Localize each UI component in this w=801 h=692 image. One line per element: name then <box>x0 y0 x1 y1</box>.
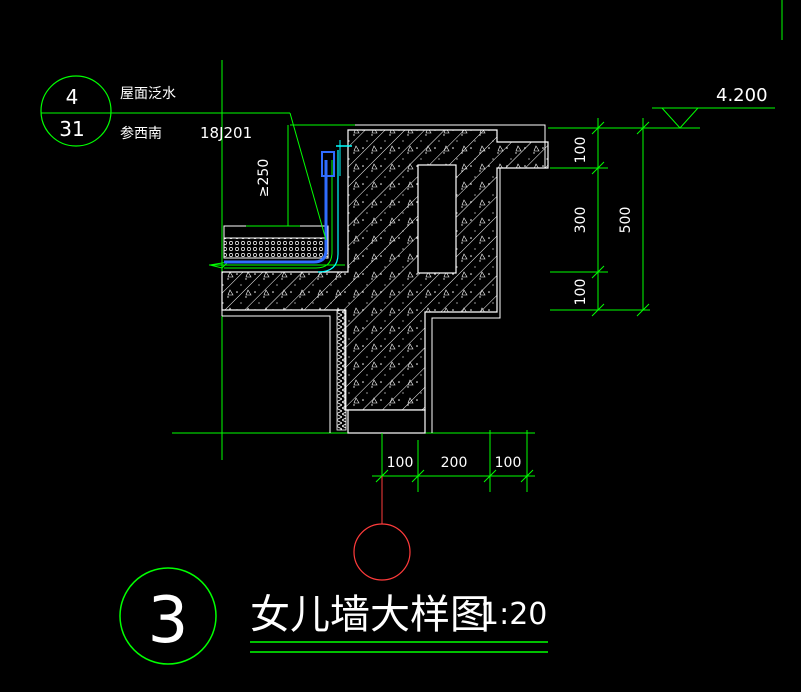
axis-marker <box>353 476 411 581</box>
min-height-label: ≥250 <box>256 159 272 197</box>
callout-text-line2: 参西南 <box>120 125 162 142</box>
detail-callout: 4 31 屋面泛水 参西南 18J201 <box>40 75 327 241</box>
elevation-triangle <box>660 107 700 129</box>
axis-circle <box>353 523 411 581</box>
roof-waterproofing <box>209 140 352 273</box>
dim-right-total: 500 <box>618 207 634 234</box>
wall-void <box>347 409 426 434</box>
wall-insulation <box>336 309 347 431</box>
parapet-section <box>221 124 549 434</box>
elevation-value: 4.200 <box>716 85 768 106</box>
callout-sheet-number: 31 <box>59 117 84 141</box>
callout-text-line1: 屋面泛水 <box>120 86 176 102</box>
title-circle <box>119 567 217 665</box>
parapet-void <box>417 164 457 274</box>
right-dimensions <box>550 118 650 317</box>
title-number: 3 <box>148 584 189 658</box>
callout-reference: 18J201 <box>200 124 252 142</box>
dim-bottom-right: 100 <box>495 455 522 471</box>
callout-detail-number: 4 <box>66 85 79 109</box>
dim-bottom-left: 100 <box>387 455 414 471</box>
flashing-membrane <box>224 160 328 264</box>
min-height-dimension: ≥250 <box>246 124 355 227</box>
dim-bottom-mid: 200 <box>441 455 468 471</box>
elevation-marker: 4.200 <box>548 85 775 129</box>
title-text: 女儿墙大样图 <box>250 592 490 638</box>
roof-insulation-layer <box>223 237 329 259</box>
flashing-termination <box>321 151 335 177</box>
bottom-dimensions <box>372 430 535 492</box>
dim-right-mid: 300 <box>573 207 589 234</box>
dim-right-bottom: 100 <box>573 279 589 306</box>
callout-circle <box>40 75 112 147</box>
dim-right-top: 100 <box>573 137 589 164</box>
drawing-title: 3 女儿墙大样图 1:20 <box>119 567 548 665</box>
title-scale: 1:20 <box>480 597 547 632</box>
